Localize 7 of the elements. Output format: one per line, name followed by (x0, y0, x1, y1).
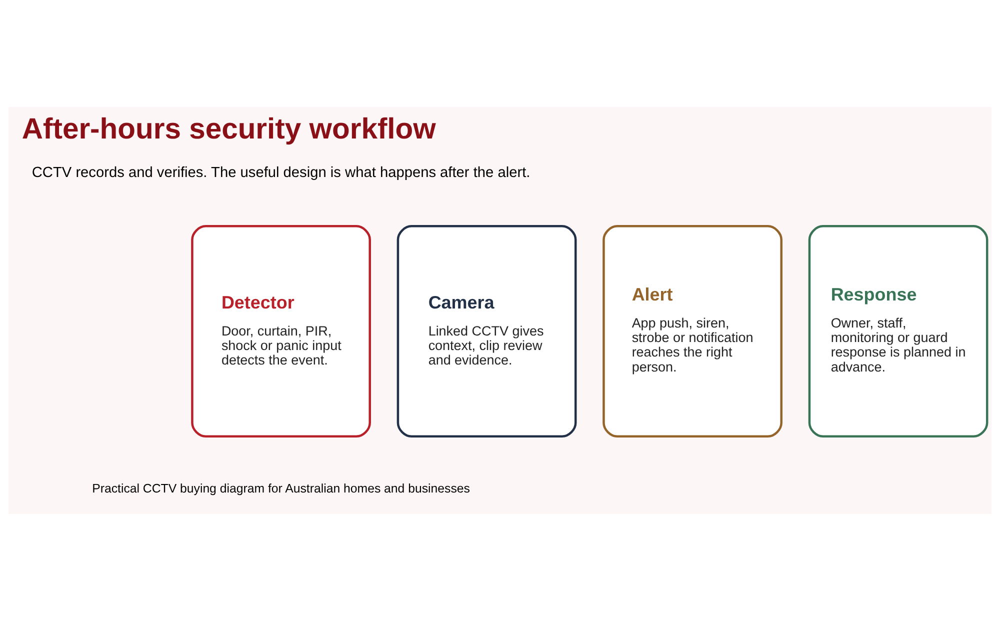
node-box: Detector Door, curtain, PIR, shock or panic input detects the event. (191, 224, 371, 438)
label: CCTV records and verifies. The useful design is what happens after the alert. (32, 164, 530, 181)
node-box: Response Owner, staff, monitoring or guard response is planned in advance. (808, 224, 988, 438)
diagram-title: After-hours security workflow (22, 112, 436, 145)
caption: Practical CCTV buying diagram for Australian homes and businesses (92, 480, 470, 495)
node-box: Camera Linked CCTV gives context, clip review and evidence. (396, 224, 577, 438)
node-box: Alert App push, siren, strobe or notification reaches the right person. (602, 224, 782, 438)
